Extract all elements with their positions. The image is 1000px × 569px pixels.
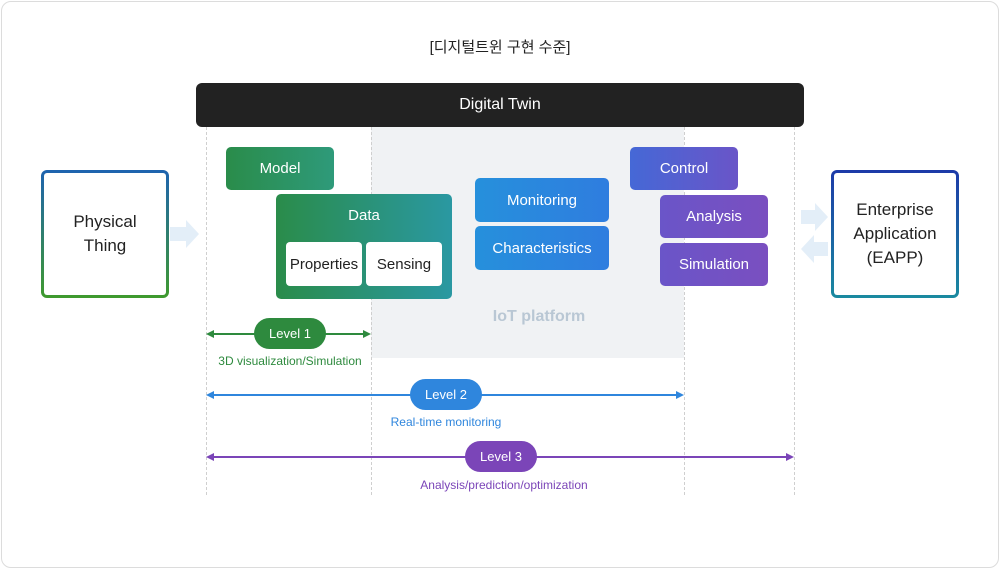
level-3-caption: Analysis/prediction/optimization xyxy=(420,478,588,492)
level-2-badge: Level 2 xyxy=(410,379,482,410)
divider-line xyxy=(371,127,372,495)
eapp-line2: Application xyxy=(853,224,937,243)
level-1-badge: Level 1 xyxy=(254,318,326,349)
diagram-title: [디지털트윈 구현 수준] xyxy=(429,39,571,56)
data-label: Data xyxy=(348,207,380,224)
characteristics-box: Characteristics xyxy=(475,226,609,270)
level-1-caption: 3D visualization/Simulation xyxy=(218,354,362,368)
level-2-caption: Real-time monitoring xyxy=(390,415,502,429)
enterprise-application-box: Enterprise Application (EAPP) xyxy=(831,170,959,298)
physical-thing-line2: Thing xyxy=(83,236,127,255)
divider-line xyxy=(794,127,795,495)
control-box: Control xyxy=(630,147,738,190)
eapp-line3: (EAPP) xyxy=(866,248,924,267)
digital-twin-bar: Digital Twin xyxy=(196,83,804,127)
physical-thing-line1: Physical xyxy=(73,212,137,231)
iot-platform-label: IoT platform xyxy=(492,308,586,325)
model-box: Model xyxy=(226,147,334,190)
monitoring-box: Monitoring xyxy=(475,178,609,222)
sensing-box: Sensing xyxy=(366,242,442,286)
analysis-box: Analysis xyxy=(660,195,768,238)
divider-line xyxy=(684,127,685,495)
properties-box: Properties xyxy=(286,242,362,286)
eapp-line1: Enterprise xyxy=(856,200,934,219)
divider-line xyxy=(206,127,207,495)
physical-thing-box: Physical Thing xyxy=(41,170,169,298)
level-3-badge: Level 3 xyxy=(465,441,537,472)
simulation-box: Simulation xyxy=(660,243,768,286)
